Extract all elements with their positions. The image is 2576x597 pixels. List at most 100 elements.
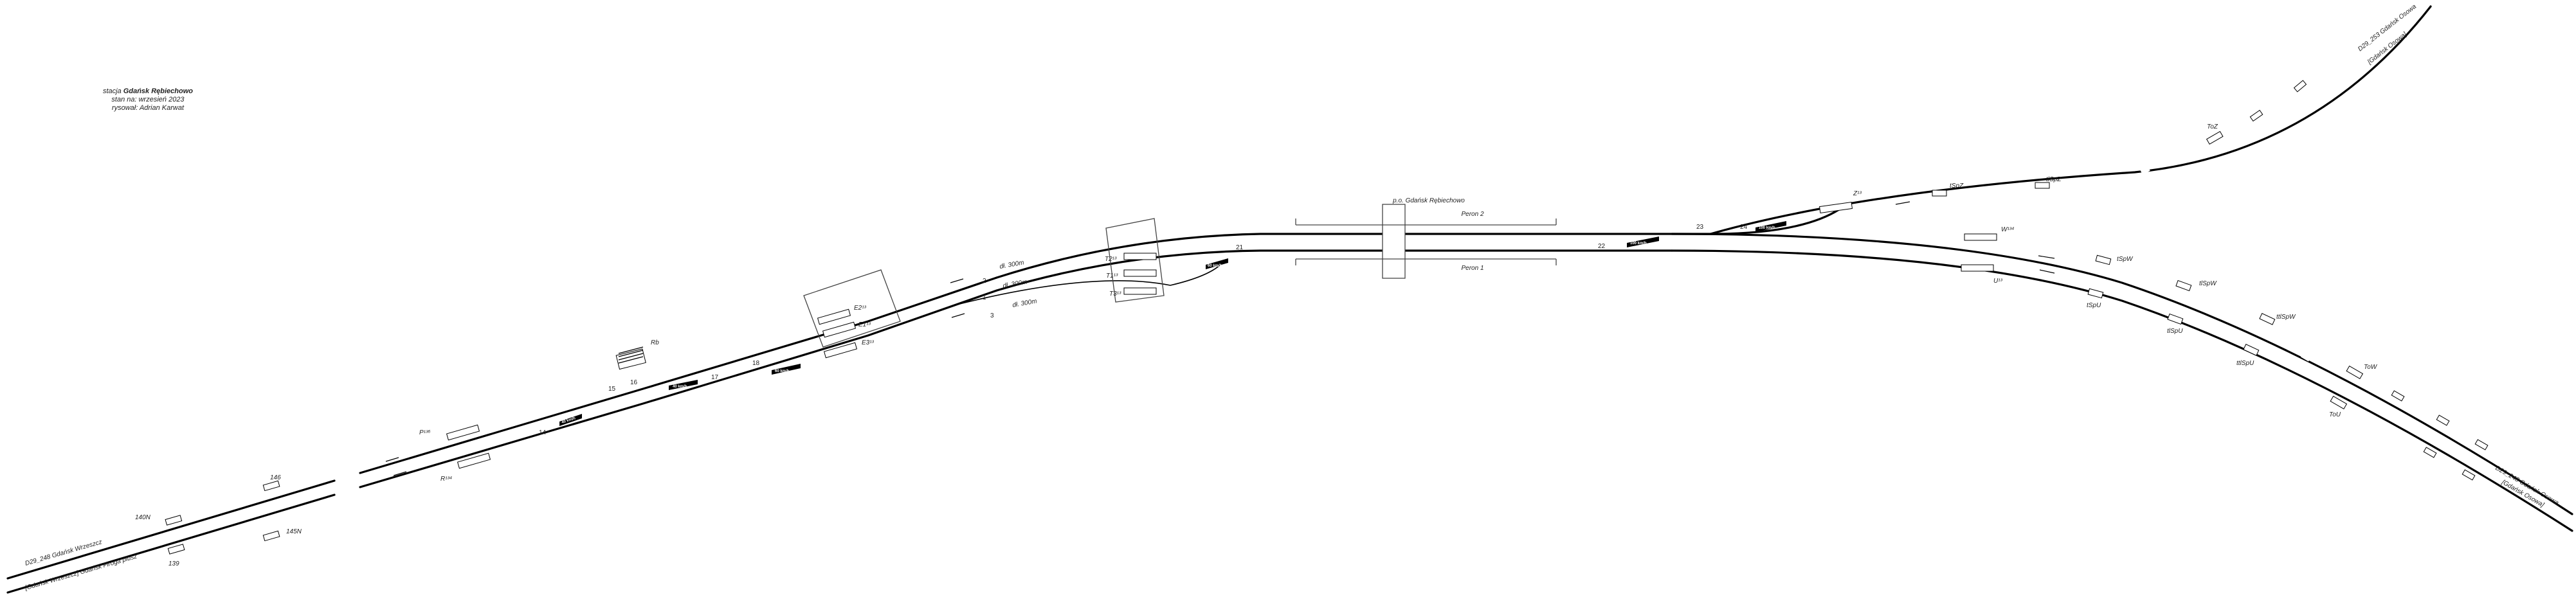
svg-text:T1¹³: T1¹³ bbox=[1106, 272, 1118, 280]
speed-marker: 100 km/h bbox=[1755, 221, 1786, 232]
track-1-length: dł. 300m bbox=[1002, 278, 1028, 289]
signal-tlSpZ: tlSpZ bbox=[2035, 176, 2062, 189]
station-name: Gdańsk Rębiechowo bbox=[123, 87, 193, 95]
switch-22: 22 bbox=[1598, 243, 1606, 250]
signal-140N: 140N bbox=[135, 514, 183, 526]
svg-text:R¹³⁴: R¹³⁴ bbox=[440, 476, 452, 483]
signal-T2: T2¹³ bbox=[1105, 253, 1157, 263]
title-prefix: stacja bbox=[102, 87, 122, 95]
signal-P: P¹³⁶ bbox=[419, 424, 480, 441]
svg-text:146: 146 bbox=[270, 474, 281, 481]
signal-W: W¹³⁴ bbox=[1964, 226, 2014, 241]
marker bbox=[2462, 469, 2476, 481]
switch-17: 17 bbox=[711, 374, 719, 381]
svg-text:tSpU: tSpU bbox=[2087, 302, 2101, 309]
switch-21: 21 bbox=[1236, 244, 1244, 251]
svg-text:tSpZ: tSpZ bbox=[1950, 183, 1964, 190]
switch-14: 14 bbox=[539, 429, 547, 436]
signal-ttlSpW: ttlSpW bbox=[2259, 313, 2296, 325]
svg-text:E2¹³: E2¹³ bbox=[854, 305, 867, 312]
signal-tlSpW: tlSpW bbox=[2175, 280, 2217, 292]
svg-text:ToW: ToW bbox=[2364, 364, 2378, 371]
signal-Z: Z¹³ bbox=[1819, 190, 1862, 213]
svg-text:T3¹³: T3¹³ bbox=[1109, 290, 1121, 298]
switch-18: 18 bbox=[752, 360, 760, 367]
signal-R: R¹³⁴ bbox=[440, 452, 491, 483]
svg-text:145N: 145N bbox=[286, 528, 302, 535]
svg-text:140N: 140N bbox=[135, 514, 151, 521]
svg-text:P¹³⁶: P¹³⁶ bbox=[419, 429, 430, 436]
signal-T3: T3¹³ bbox=[1109, 287, 1157, 298]
track-2-length: dł. 300m bbox=[999, 259, 1025, 270]
speed-marker: 60 km/h bbox=[1206, 258, 1228, 269]
track-branch-down-2 bbox=[1671, 249, 2573, 532]
marker bbox=[2436, 414, 2450, 426]
track-1 bbox=[995, 249, 1673, 292]
svg-text:E3¹³: E3¹³ bbox=[862, 339, 875, 346]
marker bbox=[2293, 80, 2307, 93]
speed-marker: 40 km/h bbox=[669, 380, 698, 390]
marker bbox=[2423, 447, 2437, 458]
signal-tSpU: tSpU bbox=[2087, 288, 2104, 309]
signal-E2: E2¹³ bbox=[817, 305, 867, 325]
title-block: stacja Gdańsk Rębiechowo stan na: wrzesi… bbox=[84, 87, 212, 112]
signal-145N: 145N bbox=[262, 528, 302, 542]
signal-ToW: ToW bbox=[2346, 364, 2378, 380]
platform-overpass bbox=[1382, 204, 1406, 279]
switch-24: 24 bbox=[1740, 224, 1748, 231]
platform-2-label: Peron 2 bbox=[1461, 211, 1483, 218]
status-date: stan na: wrzesień 2023 bbox=[111, 96, 185, 103]
platform-area: p.o. Gdańsk Rębiechowo Peron 2 Peron 1 bbox=[1295, 197, 1557, 279]
direction-arrows bbox=[385, 201, 2055, 476]
signal-ToU: ToU bbox=[2329, 395, 2348, 418]
svg-text:tlSpZ: tlSpZ bbox=[2046, 176, 2062, 183]
signal-139: 139 bbox=[167, 544, 185, 567]
svg-text:tlSpW: tlSpW bbox=[2199, 280, 2217, 287]
svg-text:ToU: ToU bbox=[2329, 411, 2341, 418]
signal-tlSpU: tlSpU bbox=[2167, 313, 2184, 335]
svg-text:W¹³⁴: W¹³⁴ bbox=[2001, 226, 2014, 233]
track-line-upper bbox=[6, 276, 998, 580]
station-frame-right bbox=[1105, 218, 1165, 303]
signal-E1: E1¹³ bbox=[822, 321, 871, 338]
svg-text:tSpW: tSpW bbox=[2117, 256, 2134, 263]
speed-marker: 60 km/h bbox=[772, 364, 801, 375]
track-branch-upper bbox=[1709, 5, 2432, 235]
rb-label: Rb bbox=[651, 339, 659, 346]
svg-text:U¹³: U¹³ bbox=[1993, 278, 2003, 285]
marker bbox=[2474, 439, 2489, 450]
switch-23: 23 bbox=[1696, 224, 1704, 231]
platform-1-label: Peron 1 bbox=[1461, 265, 1483, 272]
signal-T1: T1¹³ bbox=[1106, 269, 1157, 280]
track-2-number: 2 bbox=[983, 278, 986, 285]
signal-E3: E3¹³ bbox=[823, 339, 875, 359]
svg-text:ToZ: ToZ bbox=[2207, 123, 2218, 130]
author: rysował: Adrian Karwat bbox=[111, 104, 185, 112]
svg-text:tlSpU: tlSpU bbox=[2167, 328, 2183, 335]
rb-building: Rb bbox=[615, 339, 659, 370]
stop-name: p.o. Gdańsk Rębiechowo bbox=[1392, 197, 1465, 204]
svg-text:T2¹³: T2¹³ bbox=[1105, 256, 1117, 263]
track-2 bbox=[995, 208, 1840, 279]
svg-text:ttlSpU: ttlSpU bbox=[2236, 360, 2254, 367]
svg-text:Z¹³: Z¹³ bbox=[1853, 190, 1862, 197]
signal-ToZ: ToZ bbox=[2206, 123, 2224, 145]
track-branch-down-1 bbox=[1671, 233, 2573, 515]
svg-text:40 km/h: 40 km/h bbox=[673, 385, 687, 389]
signal-tSpW: tSpW bbox=[2095, 254, 2134, 265]
speed-marker: 100 km/h bbox=[1627, 236, 1659, 247]
track-line-lower bbox=[6, 289, 998, 594]
svg-text:ttlSpW: ttlSpW bbox=[2276, 314, 2296, 321]
track-3 bbox=[951, 263, 1222, 307]
svg-text:100 km/h: 100 km/h bbox=[1759, 226, 1775, 230]
svg-text:60 km/h: 60 km/h bbox=[775, 370, 790, 373]
switch-16: 16 bbox=[630, 379, 638, 386]
signal-tSpZ: tSpZ bbox=[1932, 183, 1964, 197]
svg-text:139: 139 bbox=[168, 560, 179, 567]
svg-text:100 km/h: 100 km/h bbox=[1630, 242, 1647, 245]
signal-U: U¹³ bbox=[1961, 264, 2003, 285]
track-3-length: dł. 300m bbox=[1012, 298, 1038, 308]
svg-text:E1¹³: E1¹³ bbox=[858, 321, 871, 328]
switch-15: 15 bbox=[608, 386, 616, 393]
